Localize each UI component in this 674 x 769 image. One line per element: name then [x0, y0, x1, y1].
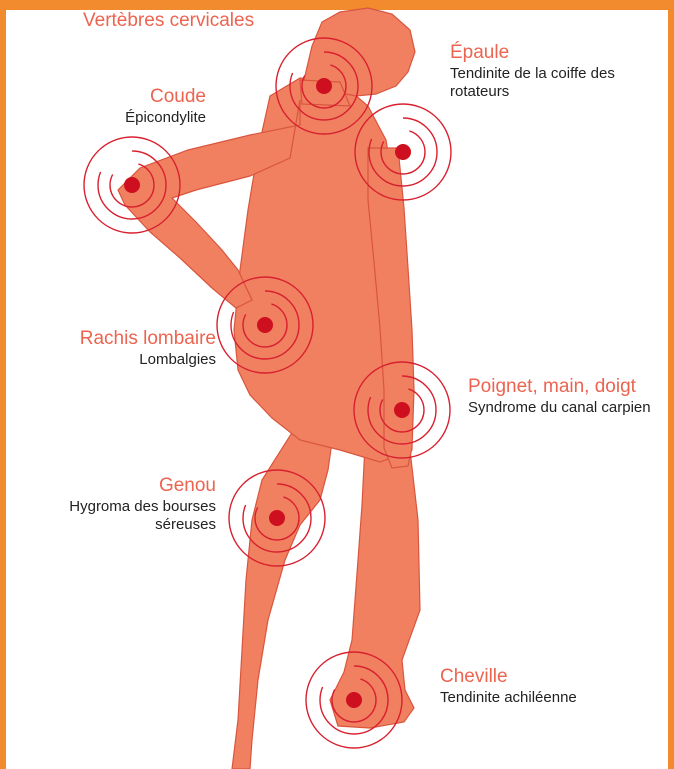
label-elbow-zone: Coude	[46, 86, 206, 109]
label-lumbar-description: Lombalgies	[16, 351, 216, 369]
label-elbow-description: Épicondylite	[46, 109, 206, 127]
label-ankle: Cheville Tendinite achiléenne	[440, 666, 660, 707]
label-lumbar: Rachis lombaire Lombalgies	[16, 328, 216, 369]
label-wrist-zone: Poignet, main, doigt	[468, 376, 664, 399]
label-shoulder: Épaule Tendinite de la coiffe des rotate…	[450, 42, 666, 101]
label-lumbar-zone: Rachis lombaire	[16, 328, 216, 351]
label-wrist: Poignet, main, doigt Syndrome du canal c…	[468, 376, 664, 417]
label-ankle-zone: Cheville	[440, 666, 660, 689]
pain-point-shoulder	[355, 104, 451, 200]
label-elbow: Coude Épicondylite	[46, 86, 206, 127]
label-shoulder-description: Tendinite de la coiffe des rotateurs	[450, 65, 666, 101]
label-cervical-zone: Vertèbres cervicales	[83, 10, 254, 33]
label-shoulder-zone: Épaule	[450, 42, 666, 65]
label-knee: Genou Hygroma des bourses séreuses	[66, 475, 216, 534]
pain-point-elbow	[84, 137, 180, 233]
label-wrist-description: Syndrome du canal carpien	[468, 399, 664, 417]
label-knee-description: Hygroma des bourses séreuses	[66, 498, 216, 534]
label-knee-zone: Genou	[66, 475, 216, 498]
label-ankle-description: Tendinite achiléenne	[440, 689, 660, 707]
